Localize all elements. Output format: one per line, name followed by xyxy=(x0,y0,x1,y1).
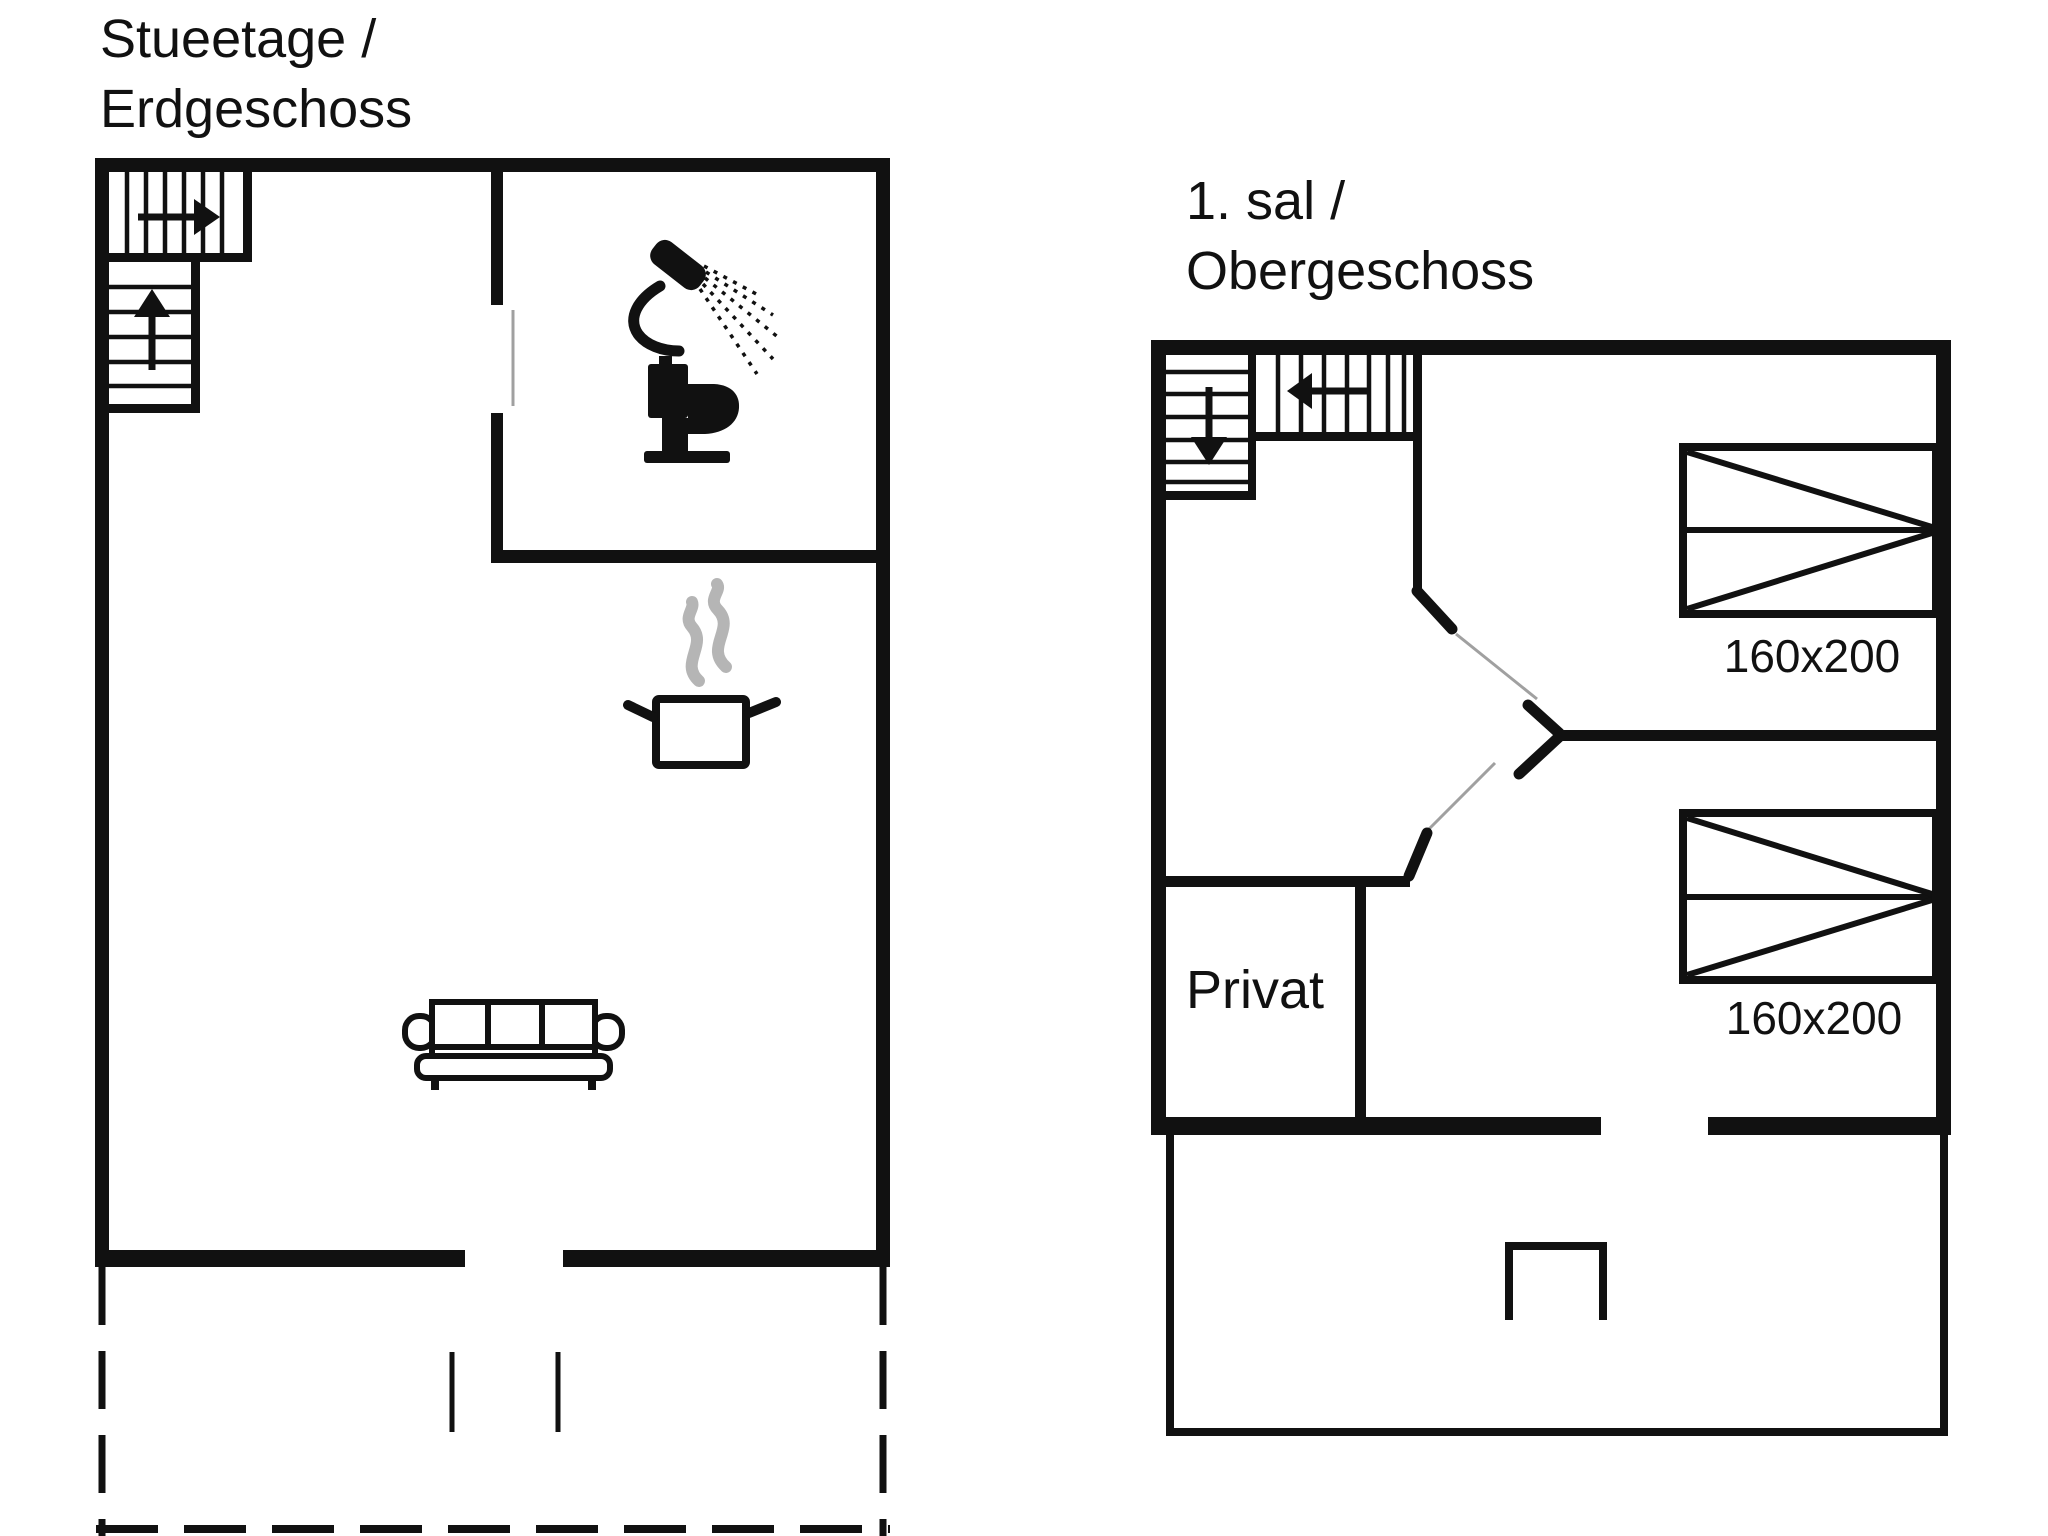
ground-outer-walls xyxy=(95,158,890,1267)
upper-floor-title: 1. sal / Obergeschoss xyxy=(1186,166,1534,306)
bed1-size-label: 160x200 xyxy=(1723,630,1901,682)
ground-floor-title-line1: Stueetage / xyxy=(100,9,377,69)
upper-floor-title-line2: Obergeschoss xyxy=(1186,241,1535,301)
steam-icon xyxy=(682,596,705,687)
steam-icon xyxy=(707,578,732,673)
upper-hallway-walls xyxy=(1158,348,1951,1117)
sofa-icon xyxy=(402,999,625,1090)
upper-floor-title-line1: 1. sal / xyxy=(1186,171,1346,231)
bedroom1-door-leaf xyxy=(1455,632,1538,701)
terrace-dashed-outline xyxy=(96,1267,890,1536)
stairs-down-icon xyxy=(1166,355,1422,500)
bed2-size-label: 160x200 xyxy=(1725,992,1903,1044)
balcony-outline xyxy=(1166,1135,1948,1436)
upper-floor-plan xyxy=(1151,340,1951,1436)
stairs-up-icon xyxy=(109,172,252,413)
shower-icon xyxy=(628,239,781,375)
ground-floor-title: Stueetage / Erdgeschoss xyxy=(100,4,412,144)
ground-bathroom-walls xyxy=(491,172,876,563)
ground-floor-plan xyxy=(95,158,890,1536)
ground-floor-title-line2: Erdgeschoss xyxy=(100,79,413,139)
privat-room-label: Privat xyxy=(1186,960,1325,1020)
double-bed-icon-1 xyxy=(1679,443,1940,618)
balcony-step-mark xyxy=(1505,1242,1607,1320)
bedroom2-door-leaf xyxy=(1426,761,1497,832)
double-bed-icon-2 xyxy=(1679,809,1940,984)
toilet-icon xyxy=(644,356,740,463)
cooking-pot-icon xyxy=(623,578,781,769)
